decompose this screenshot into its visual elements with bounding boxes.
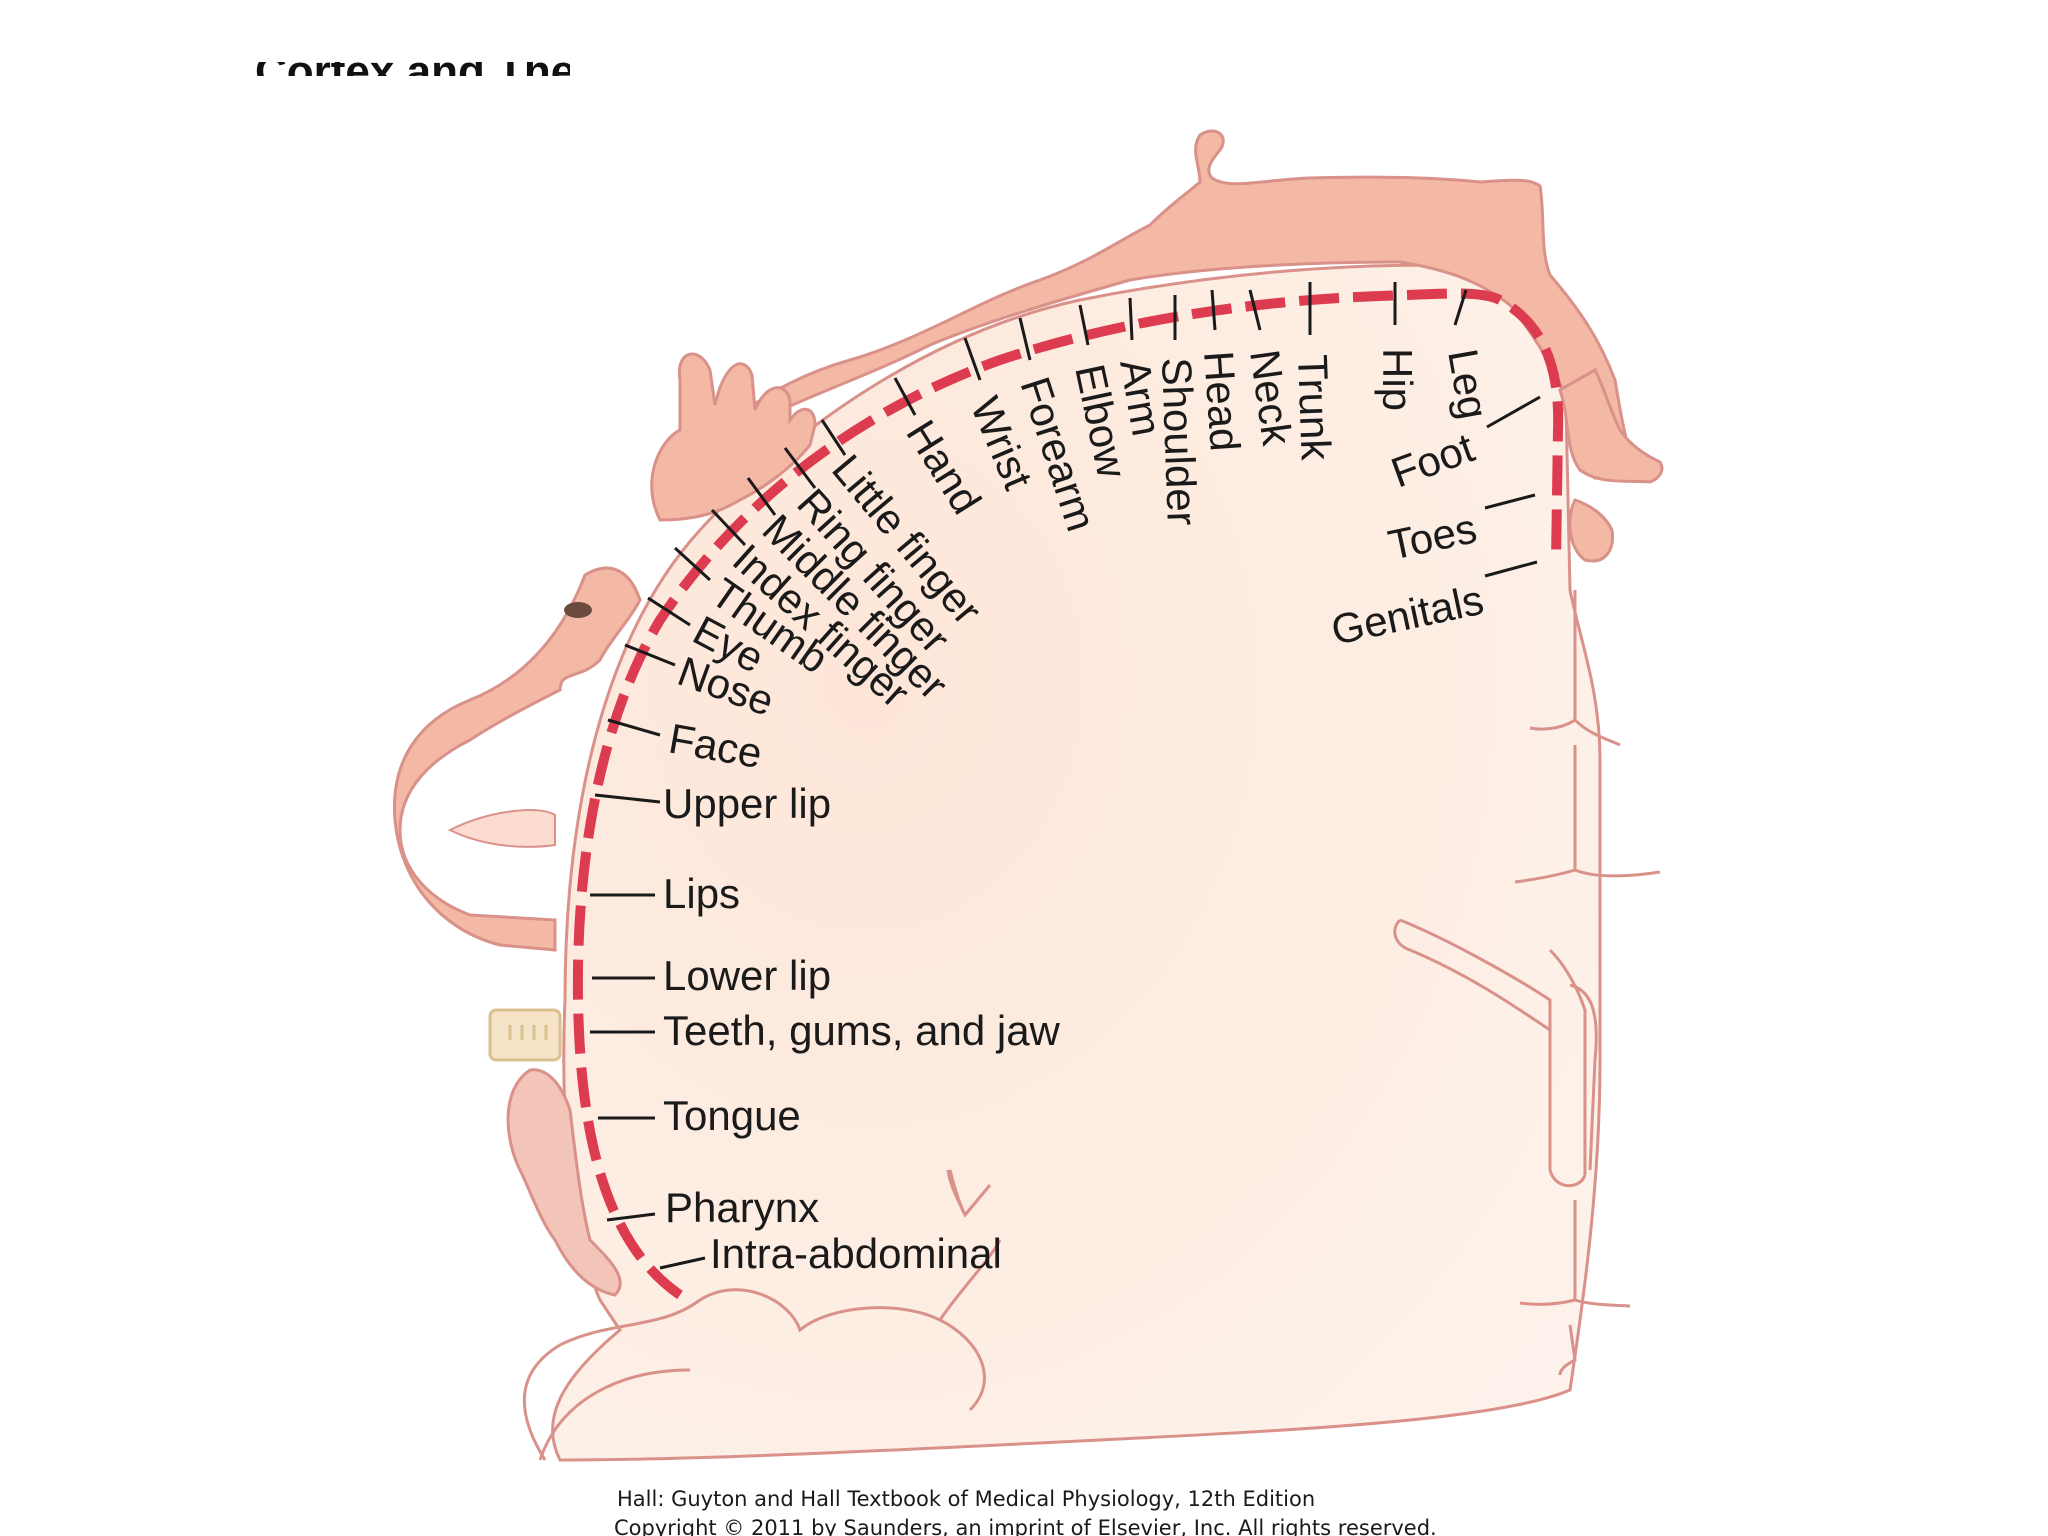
homunculus-genitals [1568,498,1615,563]
label-shoulder: Shoulder [1153,357,1206,527]
label-pharynx: Pharynx [665,1184,819,1231]
label-teeth-gums-jaw: Teeth, gums, and jaw [663,1007,1061,1054]
leader-lines [590,282,1541,1270]
label-head: Head [1195,349,1249,452]
label-hip: Hip [1374,348,1421,411]
label-intra-abdominal: Intra-abdominal [710,1230,1002,1277]
lips-shape [447,809,556,848]
label-lips: Lips [663,870,740,917]
teeth-marks [508,1025,548,1040]
homunculus-hand [650,352,817,522]
right-sulci [1393,590,1661,1376]
jaw-icon [488,1008,562,1062]
homunculus-tongue [506,1068,622,1297]
gyri-outline [522,1239,1002,1461]
homunculus-foot [1558,367,1664,484]
cortical-boundary-dashes [572,288,1564,1300]
sulcus-mark [946,1169,992,1218]
label-upper-lip: Upper lip [663,780,831,827]
eye-icon [564,602,592,618]
homunculus-body [687,129,1637,480]
label-tongue: Tongue [663,1092,801,1139]
credit-line-1: Hall: Guyton and Hall Textbook of Medica… [617,1487,1315,1511]
credit-line-2: Copyright © 2011 by Saunders, an imprint… [614,1516,1437,1536]
homunculus-face [392,566,642,952]
label-trunk: Trunk [1289,354,1340,462]
label-lower-lip: Lower lip [663,952,831,999]
header-partial: Cortex and Their Function [255,47,803,96]
